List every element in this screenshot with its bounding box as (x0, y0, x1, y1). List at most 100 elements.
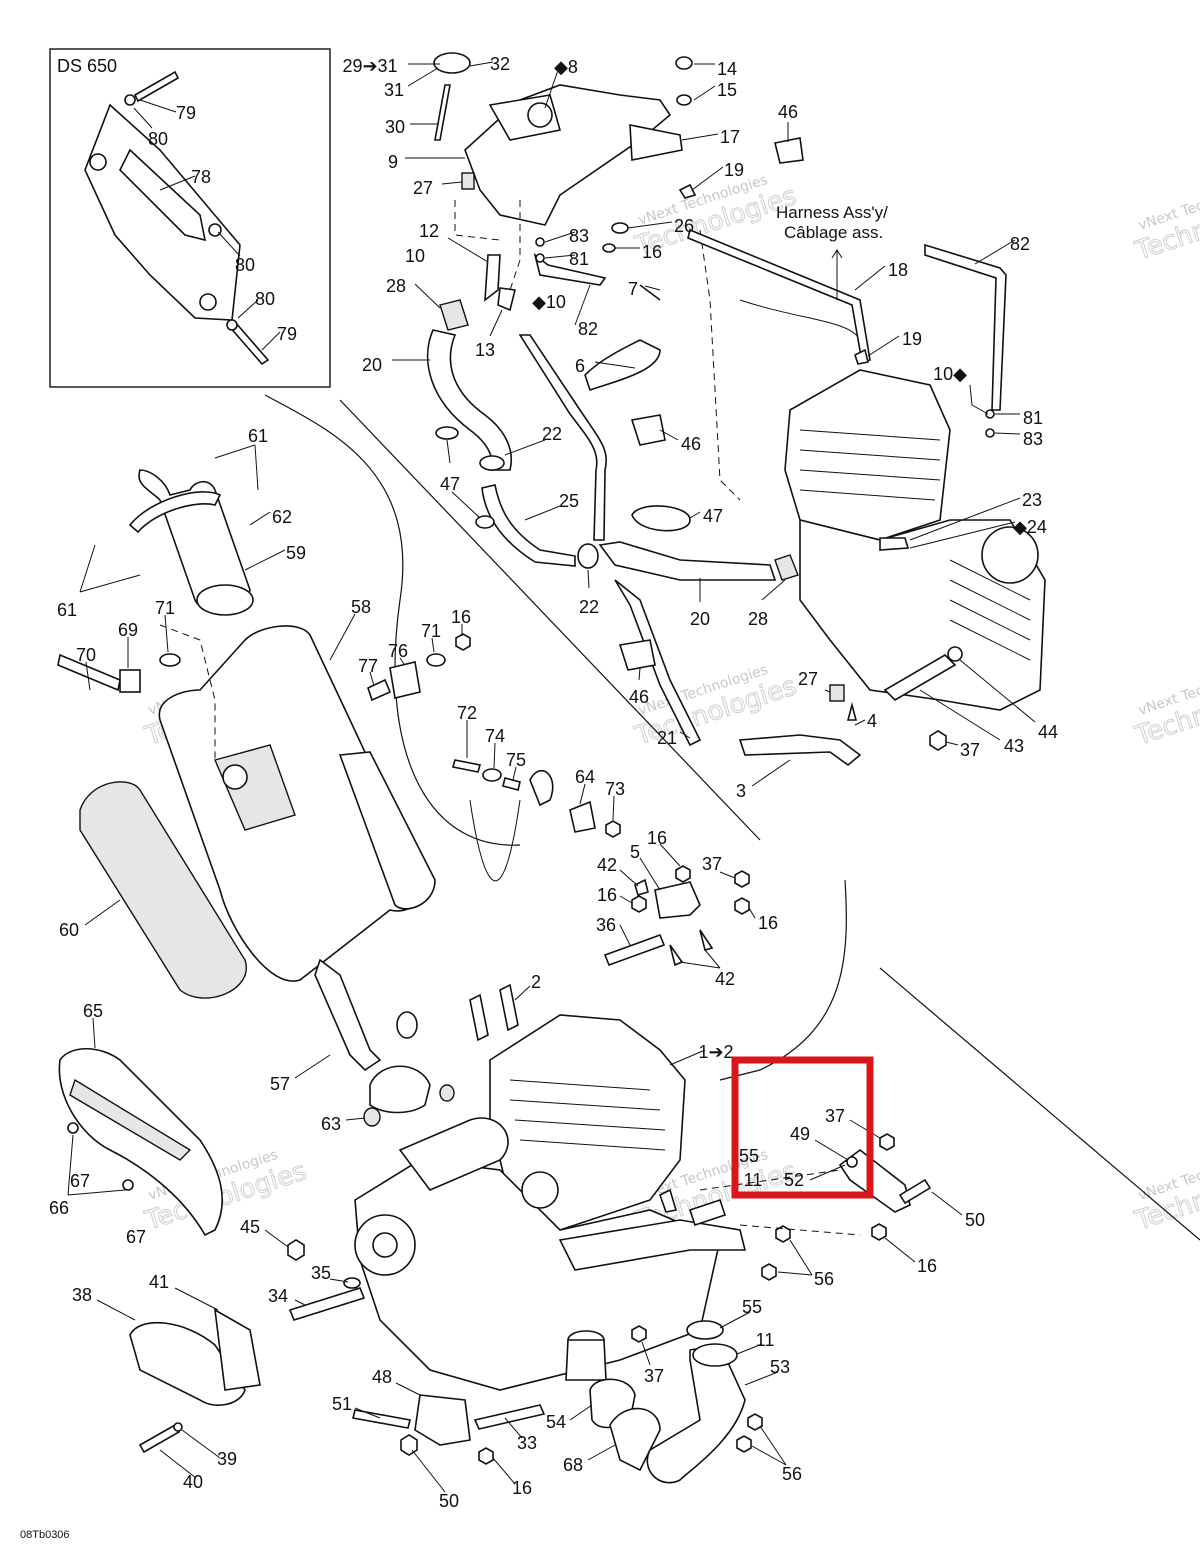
nut-16 (675, 865, 691, 883)
callout-label: 25 (559, 491, 579, 511)
leader-line (594, 361, 636, 369)
callout-label: 29➔31 (342, 56, 397, 76)
leader-line (294, 1054, 331, 1079)
leader-line (399, 657, 405, 665)
callout-label: 37 (644, 1366, 664, 1386)
leader-line (736, 1343, 763, 1355)
callout-label: 19 (724, 160, 744, 180)
callout-label: 72 (457, 703, 477, 723)
leader-line (744, 1371, 779, 1386)
fitting-7 (639, 284, 661, 301)
leader-line (395, 1382, 421, 1396)
clamp-28 (439, 299, 469, 331)
callout-label: 69 (118, 620, 138, 640)
callout-label: 74 (485, 726, 505, 746)
callout-label: 67 (126, 1227, 146, 1247)
callout-label: 68 (563, 1455, 583, 1475)
bushing-69 (119, 669, 141, 693)
leader-line (639, 857, 661, 891)
callout-label: 9 (388, 152, 398, 172)
callout-label: 56 (814, 1269, 834, 1289)
bolt-43 (883, 653, 957, 702)
dashed-route (159, 624, 216, 760)
pipe-53 (646, 1344, 746, 1484)
callout-label: 42 (715, 969, 735, 989)
bracket-hole (222, 764, 248, 790)
leader-line (139, 99, 177, 113)
clamp-11 (692, 1343, 738, 1367)
leader-line (446, 439, 481, 519)
nut-16 (455, 633, 471, 651)
leader-line (261, 331, 281, 351)
callout-label: 44 (1038, 722, 1058, 742)
callout-label: 50 (439, 1491, 459, 1511)
engine-top (738, 243, 1046, 767)
leader-curve (469, 799, 521, 882)
screw-66 (67, 1122, 79, 1134)
leader-line (354, 1407, 381, 1419)
nut-37 (929, 730, 947, 751)
dashed-route (509, 200, 521, 291)
callout-label: 16 (642, 242, 662, 262)
nut-16 (478, 1447, 494, 1465)
callout-label: 23 (1022, 490, 1042, 510)
leader-line (174, 1287, 219, 1311)
callout-label: 81 (1023, 408, 1043, 428)
leader-line (217, 231, 241, 257)
callout-label: 1➔2 (698, 1042, 733, 1062)
callout-label: 19 (902, 329, 922, 349)
callout-label: 36 (596, 915, 616, 935)
callout-label: 53 (770, 1357, 790, 1377)
callout-label: 71 (421, 621, 441, 641)
grommet-64 (569, 800, 596, 833)
leader-line (909, 521, 1016, 549)
washer-39 (173, 1422, 183, 1432)
leader-line (777, 1239, 813, 1276)
leader-line (748, 907, 756, 919)
leader-line (524, 505, 561, 521)
callout-label: 13 (475, 340, 495, 360)
section-guides (264, 394, 1200, 1241)
leader-line (244, 549, 286, 571)
screw-4 (846, 701, 858, 721)
callout-label: 37 (702, 854, 722, 874)
grommet-76 (389, 661, 421, 699)
dashed-route (699, 229, 741, 501)
callout-label: 16 (451, 607, 471, 627)
leader-line (544, 231, 576, 243)
callout-label: 60 (59, 920, 79, 940)
fitting-83 (535, 237, 545, 247)
line-82 (533, 252, 607, 286)
gasket-63 (363, 1107, 381, 1127)
nut-37 (879, 1133, 895, 1151)
callout-label: 51 (332, 1394, 352, 1414)
grommet-14 (675, 56, 693, 70)
leader-line (761, 579, 786, 601)
leader-line (909, 497, 1021, 541)
leader-line (619, 869, 639, 887)
leader-line (544, 69, 559, 109)
callout-label: 43 (1004, 736, 1024, 756)
callout-label: 10◆ (933, 364, 967, 384)
callout-label: 10 (405, 246, 425, 266)
hanger-bracket (659, 1133, 932, 1241)
callout-label: 30 (385, 117, 405, 137)
clip-27 (461, 172, 475, 190)
callout-label: 46 (778, 102, 798, 122)
exhaust-header (398, 1117, 509, 1191)
nut-73 (605, 820, 621, 838)
spark-plug-2 (469, 993, 489, 1042)
leader-line (681, 133, 719, 141)
watermark-stamp: vNext Technologies Technologies (1131, 177, 1200, 267)
bolt-72 (451, 759, 482, 773)
shield-grommet (199, 293, 217, 311)
clamp-46 (618, 639, 656, 671)
harness-18 (687, 228, 871, 363)
callout-label: 31 (384, 80, 404, 100)
ring-63 (396, 1011, 418, 1039)
fitting-81 (535, 253, 545, 263)
leader-line (85, 661, 91, 691)
washer-35 (343, 1277, 361, 1289)
pedal-3 (738, 734, 862, 767)
callout-label: 80 (255, 289, 275, 309)
